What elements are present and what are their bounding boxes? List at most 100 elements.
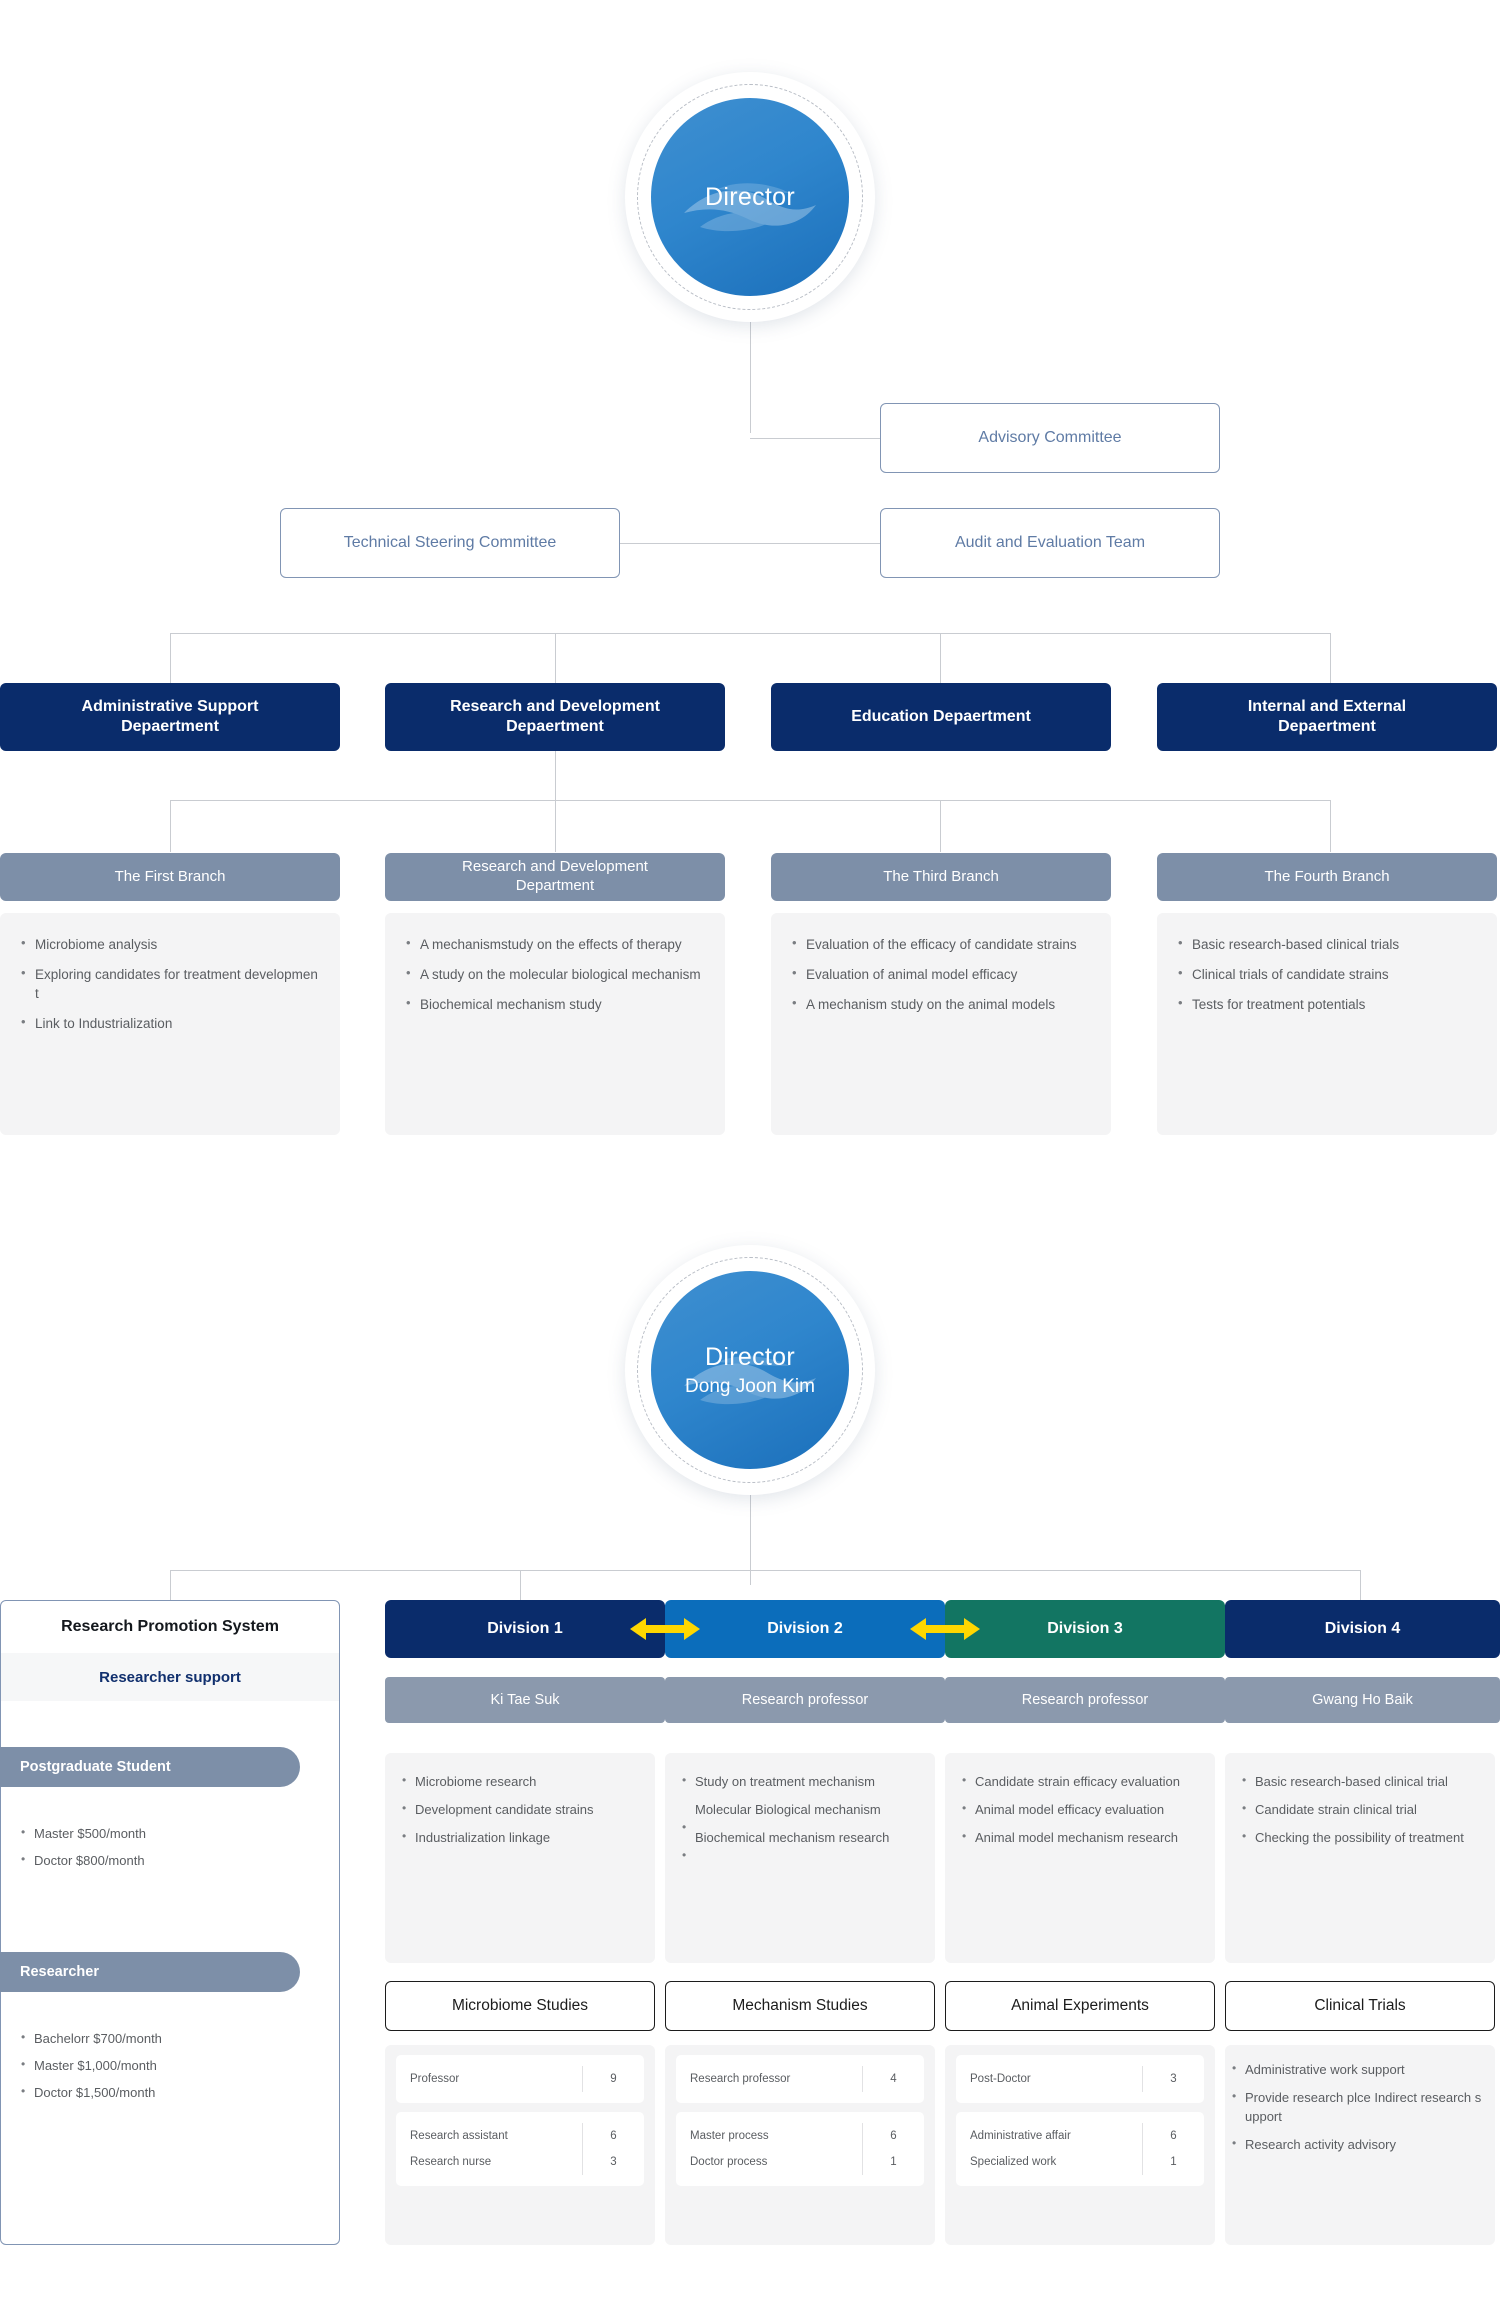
- branch-item-list: A mechanismstudy on the effects of thera…: [405, 934, 705, 1014]
- rps-subtitle: Researcher support: [1, 1653, 339, 1701]
- exchange-arrow-icon-2: [910, 1618, 980, 1640]
- branch-head-third[interactable]: The Third Branch: [771, 853, 1111, 901]
- table-cell-role: Doctor process: [690, 2156, 768, 2168]
- table-row: Professor 9: [396, 2066, 644, 2092]
- division-1-lead[interactable]: Ki Tae Suk: [385, 1677, 665, 1723]
- branch-head-fourth[interactable]: The Fourth Branch: [1157, 853, 1497, 901]
- rps-group-postgraduate-items: Master $500/month Doctor $800/month: [20, 1824, 320, 1879]
- division-2-header[interactable]: Division 2: [665, 1600, 945, 1658]
- division-3-lead[interactable]: Research professor: [945, 1677, 1225, 1723]
- table-row: Post-Doctor 3: [956, 2066, 1204, 2092]
- department-internal-external[interactable]: Internal and External Depaertment: [1157, 683, 1497, 751]
- department-administrative-support[interactable]: Administrative Support Depaertment: [0, 683, 340, 751]
- support-list-clinical: Administrative work support Provide rese…: [1225, 2045, 1495, 2245]
- list-item: Master $500/month: [20, 1824, 320, 1844]
- department-education[interactable]: Education Depaertment: [771, 683, 1111, 751]
- division-label: Division 3: [1047, 1620, 1123, 1637]
- list-item: Microbiome research: [401, 1772, 639, 1792]
- department-label: Administrative Support Depaertment: [81, 697, 259, 735]
- director-node-bottom[interactable]: Director Dong Joon Kim: [625, 1245, 875, 1495]
- division-3-header[interactable]: Division 3: [945, 1600, 1225, 1658]
- connector-technical-audit: [442, 543, 880, 544]
- table-cell-role: Specialized work: [970, 2156, 1057, 2168]
- table-group: Master process 6 Doctor process 1: [676, 2112, 924, 2186]
- connector-division-drop-0: [170, 1570, 171, 1600]
- study-label-microbiome[interactable]: Microbiome Studies: [385, 1981, 655, 2031]
- list-item: Doctor $800/month: [20, 1851, 320, 1871]
- table-cell-count: 6: [1142, 2123, 1204, 2149]
- table-cell-count: 6: [582, 2123, 644, 2149]
- list-item: Checking the possibility of treatment: [1241, 1828, 1479, 1848]
- director-node-top[interactable]: Director: [625, 72, 875, 322]
- connector-branch-drop-2: [555, 800, 556, 852]
- table-row: Research assistant 6: [396, 2123, 644, 2149]
- table-row: Master process 6: [676, 2123, 924, 2149]
- study-label-text: Microbiome Studies: [451, 1997, 589, 2014]
- list-item: A study on the molecular biological mech…: [405, 964, 705, 984]
- branch-item-list: Microbiome analysis Exploring candidates…: [20, 934, 320, 1034]
- branch-head-first[interactable]: The First Branch: [0, 853, 340, 901]
- division-1-body: Microbiome research Development candidat…: [385, 1753, 655, 1963]
- list-item: Exploring candidates for treatment devel…: [20, 964, 320, 1003]
- rps-group-label: Postgraduate Student: [20, 1759, 171, 1775]
- division-2-lead[interactable]: Research professor: [665, 1677, 945, 1723]
- list-item: Evaluation of the efficacy of candidate …: [791, 934, 1091, 954]
- division-4-lead[interactable]: Gwang Ho Baik: [1225, 1677, 1500, 1723]
- department-label: Education Depaertment: [851, 707, 1031, 725]
- study-label-animal[interactable]: Animal Experiments: [945, 1981, 1215, 2031]
- study-label-clinical[interactable]: Clinical Trials: [1225, 1981, 1495, 2031]
- division-lead-label: Gwang Ho Baik: [1312, 1692, 1413, 1708]
- table-group: Professor 9: [396, 2055, 644, 2103]
- connector-director2-down: [750, 1475, 751, 1585]
- list-item: Link to Industrialization: [20, 1013, 320, 1033]
- table-cell-role: Research nurse: [410, 2156, 492, 2168]
- exchange-arrow-icon-1: [630, 1618, 700, 1640]
- division-3-body: Candidate strain efficacy evaluation Ani…: [945, 1753, 1215, 1963]
- rps-group-postgraduate-student[interactable]: Postgraduate Student: [0, 1747, 300, 1787]
- division-item-list: Candidate strain efficacy evaluation Ani…: [961, 1772, 1199, 1848]
- connector-dept-bus: [170, 633, 1330, 634]
- branch-head-label: Research and Development Department: [462, 858, 648, 894]
- study-label-mechanism[interactable]: Mechanism Studies: [665, 1981, 935, 2031]
- list-item: Bachelorr $700/month: [20, 2029, 320, 2049]
- audit-evaluation-team-box[interactable]: Audit and Evaluation Team: [880, 508, 1220, 578]
- division-4-header[interactable]: Division 4: [1225, 1600, 1500, 1658]
- branch-item-list: Evaluation of the efficacy of candidate …: [791, 934, 1091, 1014]
- list-item: Biochemical mechanism study: [405, 994, 705, 1014]
- connector-rnd-mid: [555, 748, 556, 800]
- rps-group-researcher[interactable]: Researcher: [0, 1952, 300, 1992]
- table-cell-role: Administrative affair: [970, 2130, 1071, 2142]
- connector-dept-drop-2: [555, 633, 556, 691]
- branch-head-label: The Fourth Branch: [1264, 867, 1390, 885]
- table-cell-count: 4: [862, 2066, 924, 2092]
- director-name: Dong Joon Kim: [685, 1375, 815, 1397]
- director-circle: Director Dong Joon Kim: [651, 1271, 849, 1469]
- connector-branch-bus: [170, 800, 1330, 801]
- branch-head-label: The First Branch: [114, 867, 226, 885]
- list-item: Animal model mechanism research: [961, 1828, 1199, 1848]
- list-item: Tests for treatment potentials: [1177, 994, 1477, 1014]
- department-research-development[interactable]: Research and Development Depaertment: [385, 683, 725, 751]
- table-group: Research professor 4: [676, 2055, 924, 2103]
- table-group: Post-Doctor 3: [956, 2055, 1204, 2103]
- list-item: Candidate strain efficacy evaluation: [961, 1772, 1199, 1792]
- study-label-text: Clinical Trials: [1314, 1997, 1406, 2014]
- branch-head-rnd-department[interactable]: Research and Development Department: [385, 853, 725, 901]
- technical-steering-committee-box[interactable]: Technical Steering Committee: [280, 508, 620, 578]
- division-4-body: Basic research-based clinical trial Cand…: [1225, 1753, 1495, 1963]
- branch-body-fourth: Basic research-based clinical trials Cli…: [1157, 913, 1497, 1135]
- director-title: Director: [705, 182, 795, 211]
- department-label: Internal and External Depaertment: [1247, 697, 1407, 735]
- table-group: Research assistant 6 Research nurse 3: [396, 2112, 644, 2186]
- advisory-committee-box[interactable]: Advisory Committee: [880, 403, 1220, 473]
- table-cell-count: 9: [582, 2066, 644, 2092]
- director-dashed-ring: [637, 1257, 863, 1483]
- list-item: Biochemical mechanism research: [681, 1829, 919, 1864]
- division-2-body: Study on treatment mechanism Molecular B…: [665, 1753, 935, 1963]
- branch-body-first: Microbiome analysis Exploring candidates…: [0, 913, 340, 1135]
- table-row: Research professor 4: [676, 2066, 924, 2092]
- division-label: Division 4: [1324, 1620, 1401, 1637]
- division-1-header[interactable]: Division 1: [385, 1600, 665, 1658]
- research-promotion-system-panel: Research Promotion System Researcher sup…: [0, 1600, 340, 2245]
- list-item: Master $1,000/month: [20, 2056, 320, 2076]
